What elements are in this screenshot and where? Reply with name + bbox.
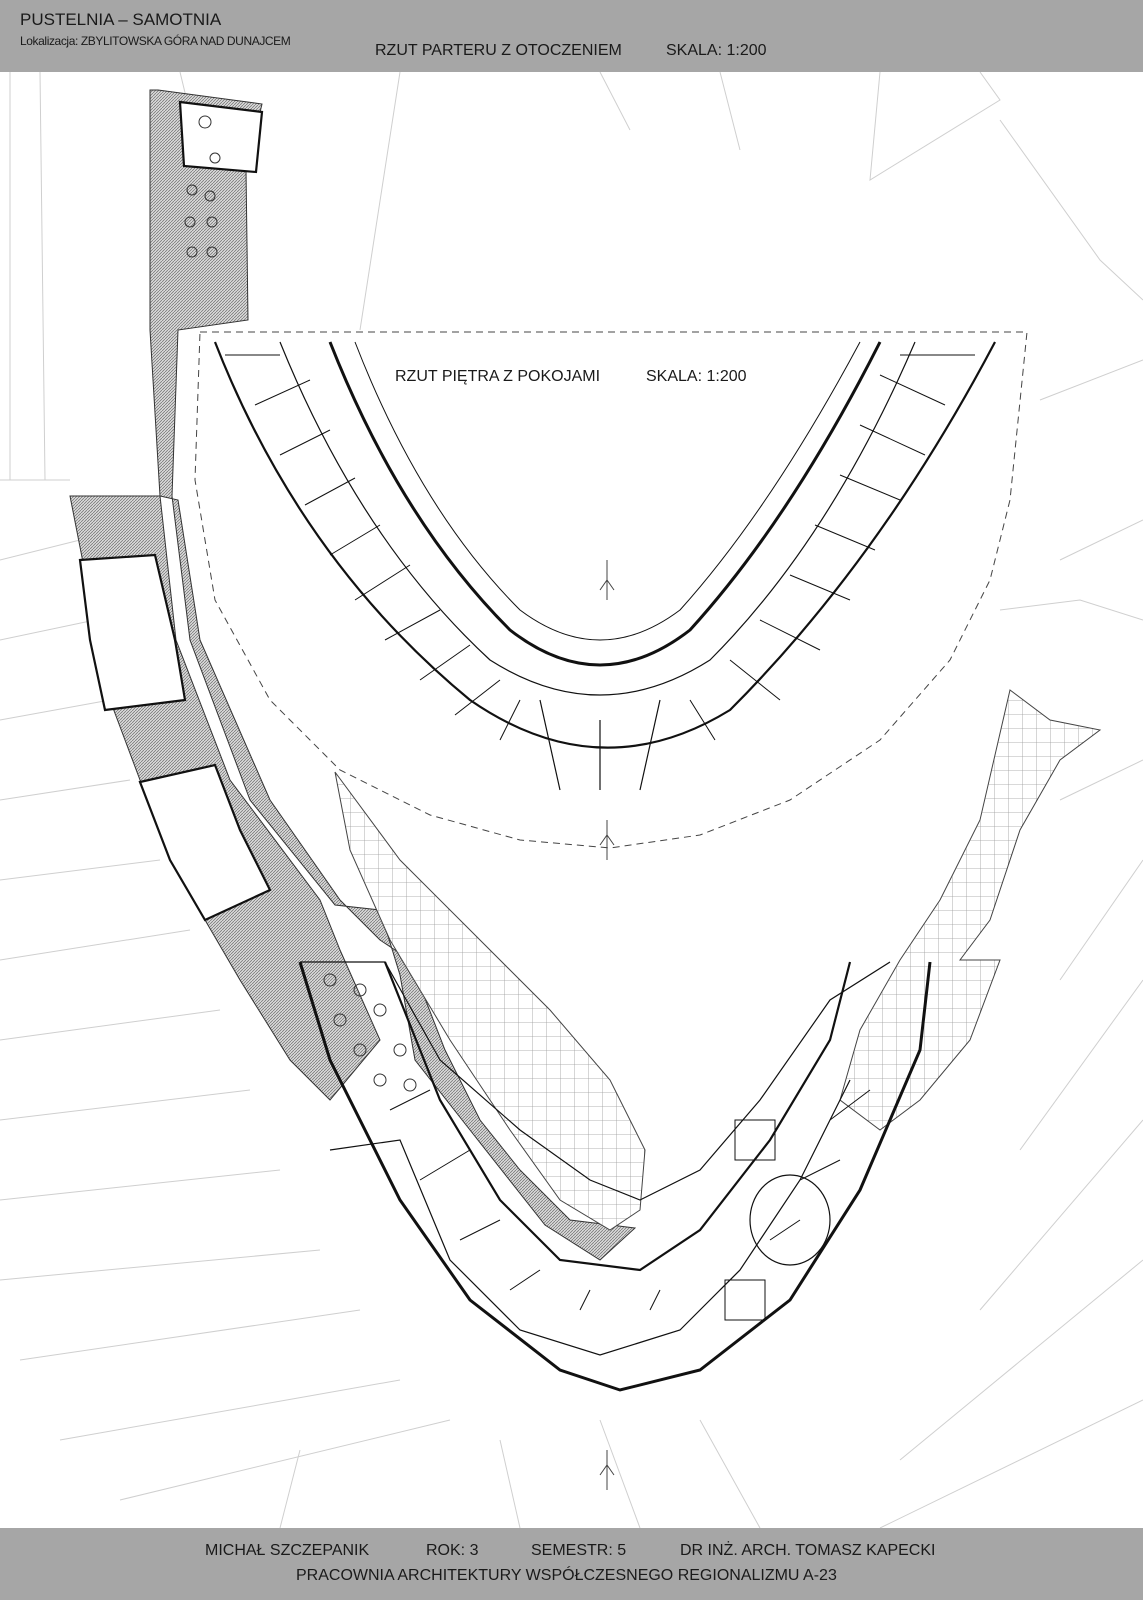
year-label: ROK: 3: [426, 1542, 479, 1559]
guest-pavilions: [78, 100, 272, 922]
upper-floor-outline: [194, 331, 1028, 849]
pavilion-furniture: [184, 115, 417, 1092]
upper-plan-title: RZUT PIĘTRA Z POKOJAMI: [395, 368, 601, 385]
drawing-title: RZUT PARTERU Z OTOCZENIEM: [375, 42, 622, 59]
ground-floor-building: [298, 961, 932, 1392]
hatched-terrace: [149, 89, 637, 1261]
title-band: PUSTELNIA – SAMOTNIA Lokalizacja: ZBYLIT…: [0, 0, 1143, 72]
drawing-scale: SKALA: 1:200: [666, 42, 767, 59]
author-label: MICHAŁ SZCZEPANIK: [205, 1542, 370, 1559]
footer-band: MICHAŁ SZCZEPANIK ROK: 3 SEMESTR: 5 DR I…: [0, 1528, 1143, 1600]
project-title: PUSTELNIA – SAMOTNIA: [20, 10, 222, 29]
section-markers: [599, 560, 615, 1490]
grid-paving-courtyard: [334, 771, 646, 1231]
location-label: Lokalizacja: ZBYLITOWSKA GÓRA NAD DUNAJC…: [20, 34, 291, 48]
floor-plan-drawing: [0, 72, 1143, 1528]
grid-paving-east: [839, 689, 1102, 1131]
upper-floor-wing: [213, 341, 996, 791]
studio-label: PRACOWNIA ARCHITEKTURY WSPÓŁCZESNEGO REG…: [296, 1567, 837, 1584]
semester-label: SEMESTR: 5: [531, 1542, 627, 1559]
upper-plan-scale: SKALA: 1:200: [646, 368, 747, 385]
supervisor-label: DR INŻ. ARCH. TOMASZ KAPECKI: [680, 1542, 936, 1559]
